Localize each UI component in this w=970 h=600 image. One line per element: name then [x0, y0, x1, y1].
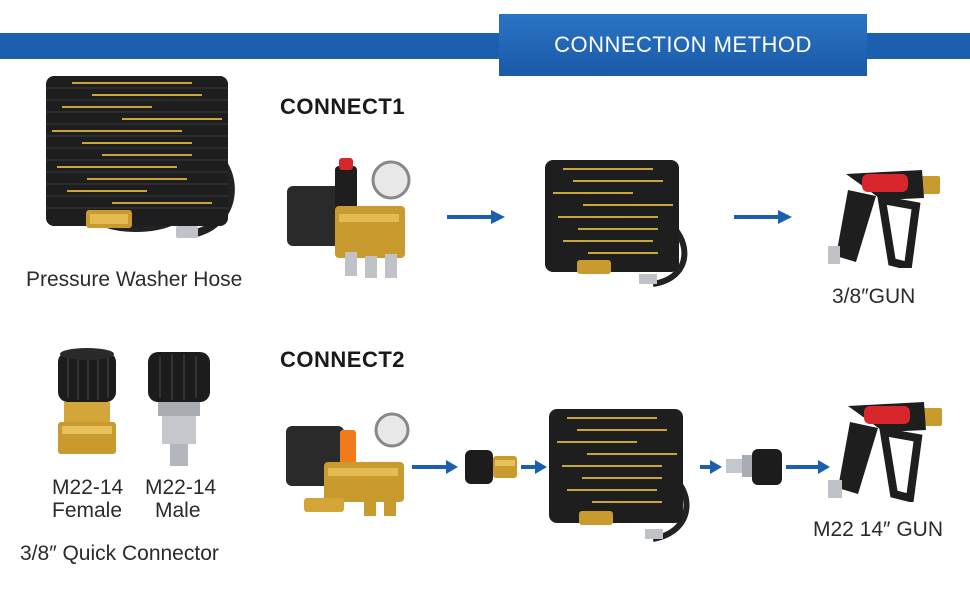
connect2-gun-label: M22 14″ GUN: [813, 518, 943, 541]
connect1-gun-label: 3/8″GUN: [832, 285, 916, 308]
hose-coil-image-connect1: [543, 158, 695, 288]
m22-female-connector-image: [52, 346, 122, 458]
male-label-line1: M22-14: [145, 476, 217, 499]
female-label-line2: Female: [52, 499, 123, 522]
pressure-washer-hose-label: Pressure Washer Hose: [26, 268, 243, 291]
spray-gun-image-connect1: [812, 166, 942, 268]
arrow-icon: [734, 209, 794, 225]
connect2-heading: CONNECT2: [280, 347, 406, 372]
female-connector-small-image: [463, 448, 519, 486]
arrow-icon: [700, 459, 724, 475]
male-connector-small-image: [724, 447, 784, 487]
spray-gun-image-connect2: [814, 398, 944, 502]
arrow-icon: [412, 459, 460, 475]
pump-image-connect1: [285, 156, 420, 282]
m22-male-connector-image: [142, 348, 218, 470]
quick-connector-label: 3/8″ Quick Connector: [20, 542, 219, 565]
male-label-line2: Male: [155, 499, 201, 522]
arrow-icon: [521, 459, 549, 475]
banner-title: CONNECTION METHOD: [554, 32, 812, 57]
banner-title-box: CONNECTION METHOD: [499, 14, 867, 76]
pump-image-connect2: [284, 412, 414, 524]
hose-coil-image-connect2: [547, 407, 697, 543]
arrow-icon: [447, 209, 507, 225]
pressure-washer-hose-image: [42, 74, 254, 244]
arrow-icon: [786, 459, 832, 475]
female-label-line1: M22-14: [52, 476, 124, 499]
connect1-heading: CONNECT1: [280, 94, 406, 119]
